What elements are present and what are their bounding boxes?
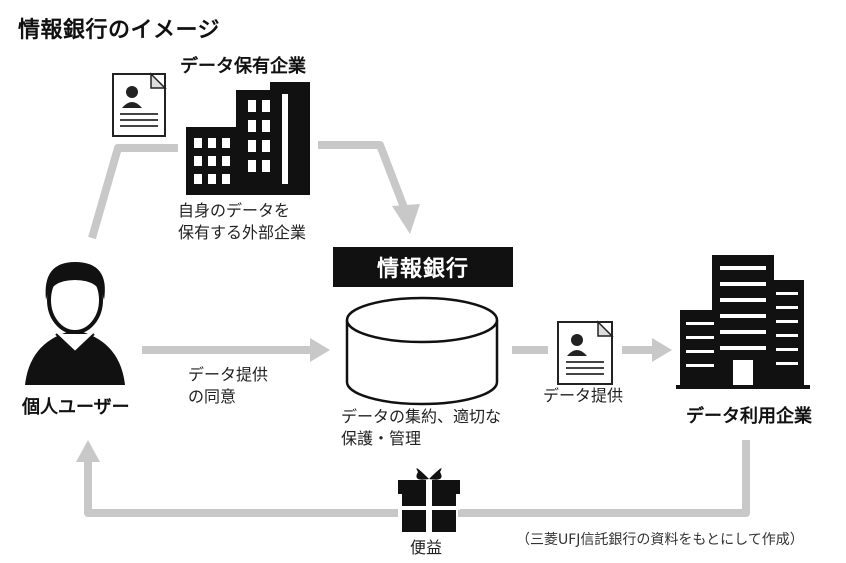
arrow-benefit (84, 440, 750, 517)
provide-label: データ提供 (543, 386, 624, 405)
building-icon-holder (186, 82, 310, 195)
document-icon (112, 72, 167, 137)
arrow-holder-to-bank (318, 141, 409, 212)
consent-label-1: データ提供 (188, 365, 269, 384)
data-holder-desc-2: 保有する外部企業 (178, 223, 307, 242)
user-label: 個人ユーザー (22, 397, 130, 418)
consent-label-2: の同意 (188, 387, 237, 406)
bank-desc-2: 保護・管理 (341, 429, 422, 448)
benefit-label: 便益 (410, 538, 443, 557)
data-holder-label: データ保有企業 (180, 56, 306, 77)
arrowhead-holder-to-bank (392, 204, 420, 234)
data-user-label: データ利用企業 (686, 406, 812, 427)
document-icon-2 (557, 320, 614, 385)
building-icon-user (676, 255, 810, 389)
database-icon (345, 296, 499, 406)
data-holder-desc-1: 自身のデータを (178, 201, 291, 220)
bank-desc-1: データの集約、適切な (341, 407, 502, 426)
page-title: 情報銀行のイメージ (18, 18, 221, 43)
arrow-user-to-holder (88, 144, 178, 240)
info-bank-box: 情報銀行 (333, 247, 513, 287)
arrowhead-benefit (76, 440, 100, 462)
arrowhead-provide (652, 338, 672, 362)
gift-icon (398, 468, 460, 532)
arrowhead-consent (310, 338, 330, 362)
user-icon (25, 262, 125, 385)
source-note: （三菱UFJ信託銀行の資料をもとにして作成） (516, 532, 804, 548)
